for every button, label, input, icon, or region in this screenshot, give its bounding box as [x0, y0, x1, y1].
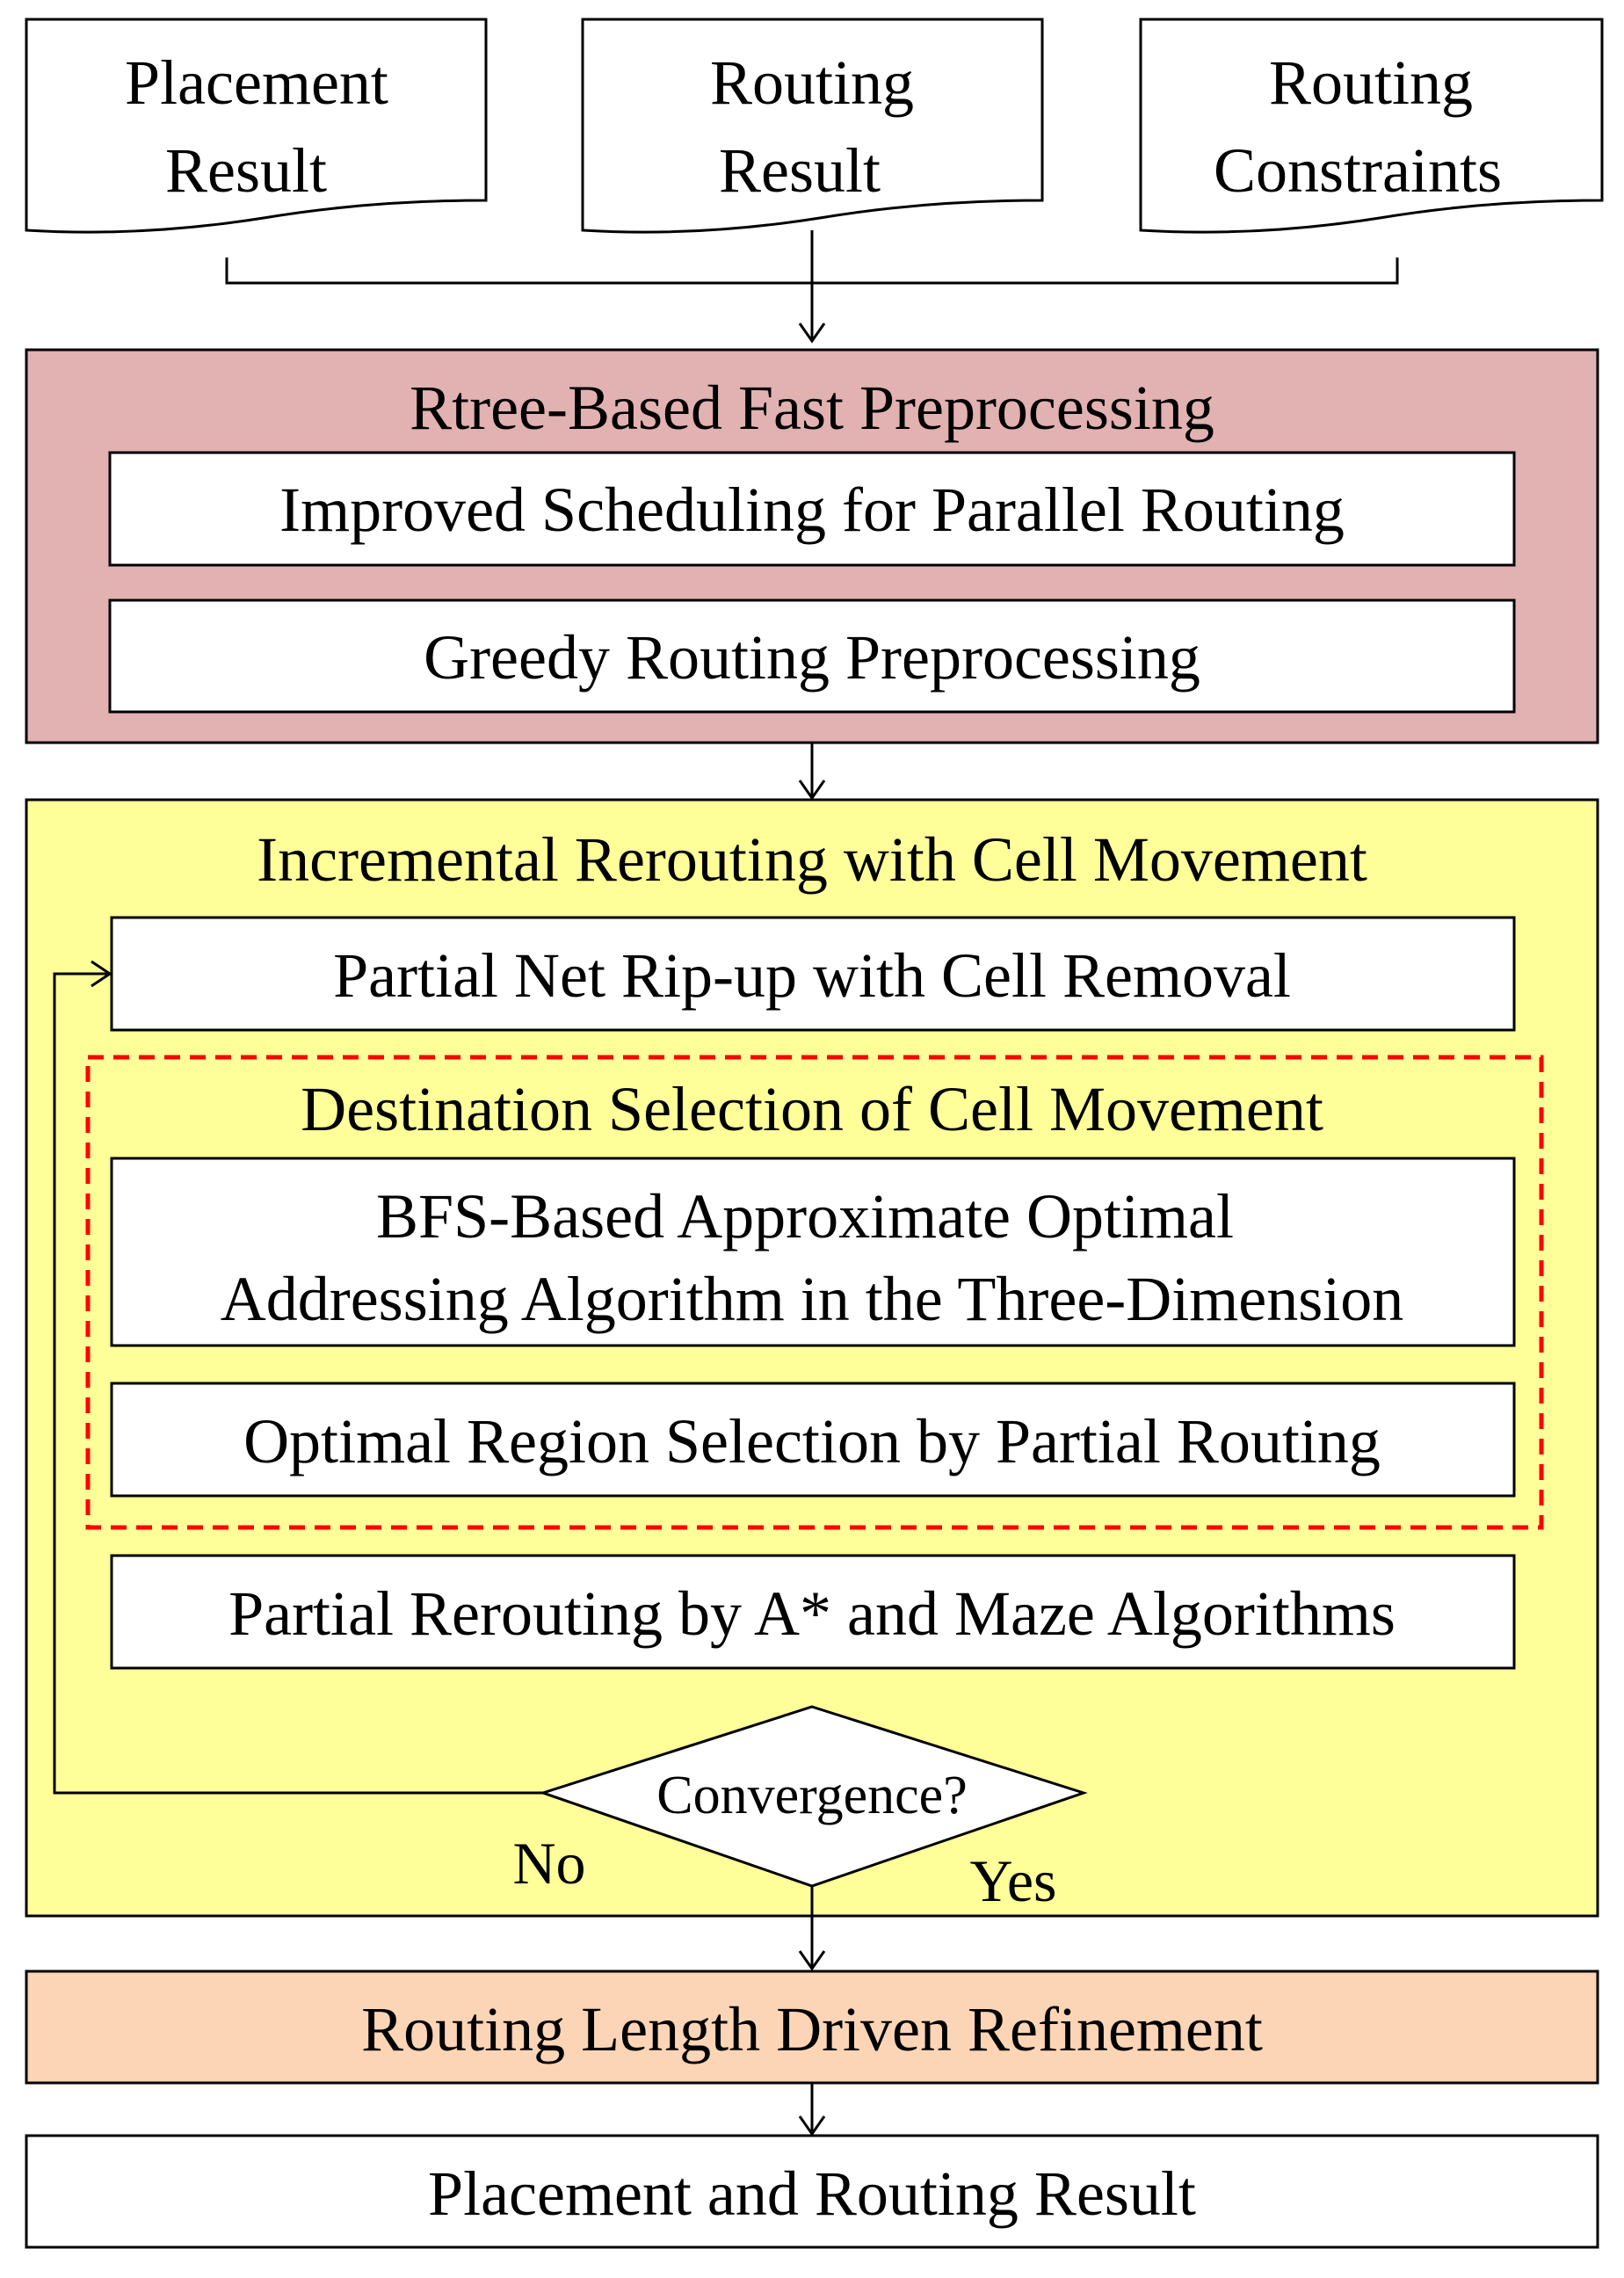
input-merge-connector — [225, 230, 1399, 338]
refinement-label: Routing Length Driven Refinement — [361, 1994, 1263, 2064]
input-document-routing-result: Routing Result — [581, 18, 1044, 234]
rerouting-stage: Incremental Rerouting with Cell Movement… — [25, 798, 1599, 1918]
output-stage: Placement and Routing Result — [25, 2134, 1599, 2249]
step-label-greedy-routing: Greedy Routing Preprocessing — [424, 622, 1200, 693]
destination-selection-group — [85, 1055, 1544, 1530]
input-label-line1: Routing — [710, 47, 914, 118]
input-document-routing-constraints: Routing Constraints — [1139, 18, 1604, 234]
step-label-bfs-line1: BFS-Based Approximate Optimal — [376, 1181, 1234, 1251]
convergence-label: Convergence? — [656, 1766, 967, 1825]
arrowhead — [91, 960, 112, 988]
output-box — [25, 2134, 1599, 2249]
yes-branch-label: Yes — [970, 1847, 1057, 1914]
arrowhead — [798, 2115, 826, 2137]
step-box-rip-up — [110, 916, 1516, 1032]
input-label-line2: Constraints — [1214, 135, 1502, 206]
no-loop-connector — [53, 972, 543, 1795]
rerouting-title: Incremental Rerouting with Cell Movement — [257, 824, 1367, 895]
input-label-line2: Result — [719, 135, 881, 206]
preprocessing-title: Rtree-Based Fast Preprocessing — [410, 373, 1214, 443]
step-box-region-selection — [110, 1382, 1516, 1498]
input-document-placement-result: Placement Result — [25, 18, 488, 234]
input-label-line1: Placement — [125, 47, 388, 118]
step-label-bfs-line2: Addressing Algorithm in the Three-Dimens… — [221, 1264, 1403, 1334]
step-box-partial-rerouting — [110, 1554, 1516, 1670]
input-label-line1: Routing — [1269, 47, 1473, 118]
refinement-stage: Routing Length Driven Refinement — [25, 1970, 1599, 2085]
arrowhead — [798, 1950, 826, 1971]
refinement-box — [25, 1970, 1599, 2085]
document-shape — [1139, 18, 1604, 234]
output-label: Placement and Routing Result — [428, 2158, 1196, 2229]
input-label-line2: Result — [165, 135, 327, 206]
step-box-improved-scheduling — [108, 451, 1516, 567]
arrowhead — [798, 780, 826, 801]
step-box-bfs-addressing — [110, 1157, 1516, 1347]
step-label-region-selection: Optimal Region Selection by Partial Rout… — [243, 1406, 1381, 1476]
destination-selection-title: Destination Selection of Cell Movement — [301, 1074, 1323, 1144]
document-shape — [581, 18, 1044, 234]
step-label-rip-up: Partial Net Rip-up with Cell Removal — [333, 940, 1291, 1011]
step-label-improved-scheduling: Improved Scheduling for Parallel Routing — [279, 475, 1345, 545]
step-label-partial-rerouting: Partial Rerouting by A* and Maze Algorit… — [228, 1578, 1396, 1649]
no-branch-label: No — [512, 1830, 585, 1897]
document-shape — [25, 18, 488, 234]
arrowhead — [798, 323, 826, 344]
step-box-greedy-routing — [108, 599, 1516, 714]
preprocessing-stage: Rtree-Based Fast Preprocessing Improved … — [25, 348, 1599, 744]
